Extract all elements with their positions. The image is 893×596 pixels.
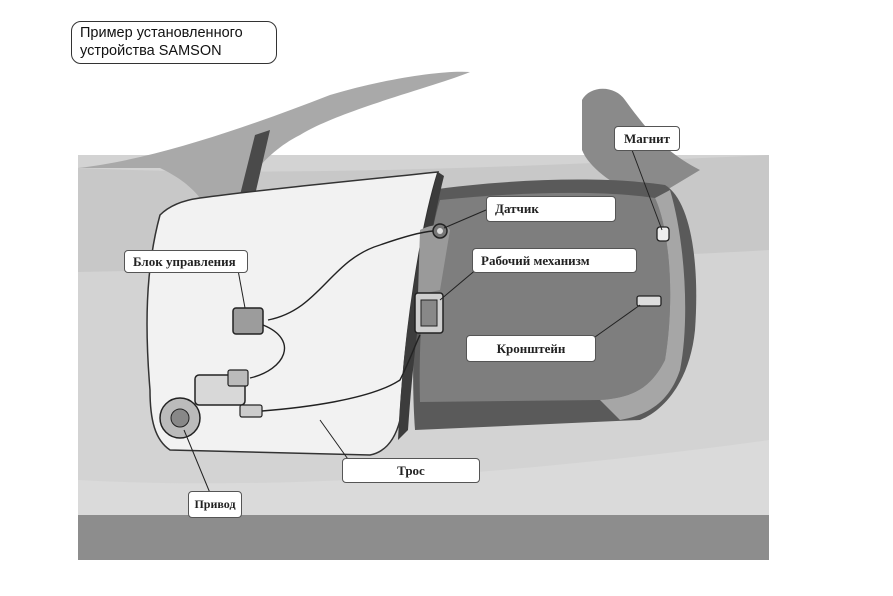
car-sill: [78, 515, 769, 560]
cable-line: [261, 334, 421, 412]
control-unit-part: [232, 307, 264, 335]
magnet-part: [656, 226, 670, 242]
leader-mechanism: [439, 267, 479, 301]
door-trim: [600, 190, 686, 420]
diagram-title: Пример установленного устройства SAMSON: [71, 21, 277, 64]
leader-control-unit: [237, 269, 246, 309]
drive-part-hub: [170, 408, 190, 428]
door-edge: [398, 172, 444, 440]
cable-end: [239, 404, 263, 418]
bracket-part: [636, 295, 662, 307]
door-jamb: [418, 225, 450, 295]
label-cable: Трос: [342, 458, 480, 483]
wire-sensor: [267, 230, 434, 321]
title-line-1: Пример установленного: [80, 25, 243, 41]
leader-cable: [319, 419, 351, 463]
leader-bracket: [594, 304, 641, 338]
windshield-frame: [78, 71, 470, 198]
label-sensor: Датчик: [486, 196, 616, 222]
label-drive: Привод: [188, 491, 242, 518]
leader-drive: [183, 429, 211, 494]
drive-connector: [227, 369, 249, 387]
leader-magnet: [631, 149, 663, 231]
windshield-pillar: [240, 130, 270, 195]
door-inner-panel: [419, 192, 671, 402]
sensor-part-core: [437, 228, 443, 234]
label-bracket: Кронштейн: [466, 335, 596, 362]
leader-sensor: [443, 209, 487, 229]
title-line-2: устройства SAMSON: [80, 43, 222, 59]
wire-drive: [249, 324, 285, 379]
mechanism-part-inner: [420, 299, 438, 327]
label-control-unit: Блок управления: [124, 250, 248, 273]
label-mechanism: Рабочий механизм: [472, 248, 637, 273]
label-magnet: Магнит: [614, 126, 680, 151]
